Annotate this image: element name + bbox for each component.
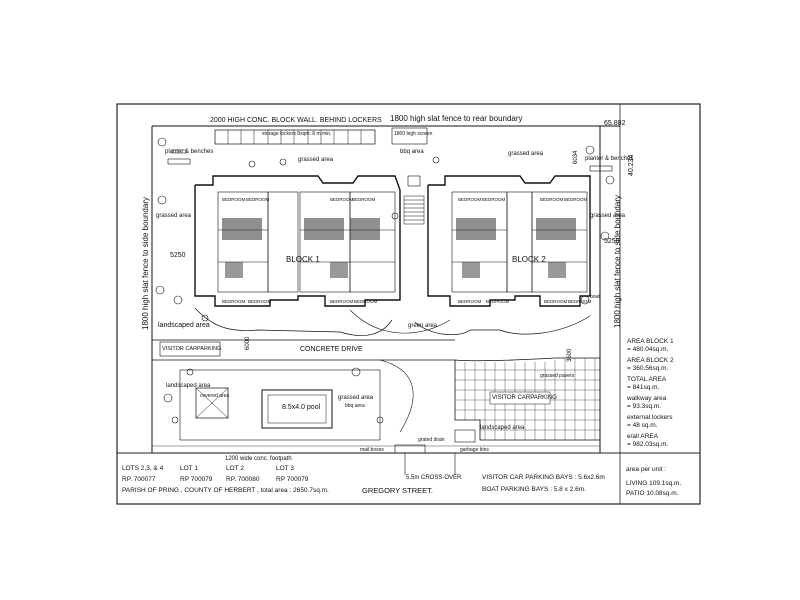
visitor-bays-label: VISITOR CAR PARKING BAYS : 5.6x2.6m	[482, 474, 605, 481]
grassed-area-left-label: grassed area	[156, 213, 192, 219]
dimension-6000: 6000	[245, 336, 251, 350]
concrete-drive-label: CONCRETE DRIVE	[300, 346, 363, 353]
grassed-area-label-1: grassed area	[298, 157, 334, 163]
bedroom-label: BEDROOM	[330, 197, 354, 202]
bedroom-label: BEDROOM	[248, 299, 272, 304]
unit-area-heading: area per unit :	[626, 466, 667, 473]
area-summary-line: = 93.3sq.m.	[627, 403, 662, 410]
landscaped-area-label-3: landscaped area	[480, 425, 525, 431]
bedroom-label: BEDROOM	[564, 197, 588, 202]
area-summary-line: = 480.04sq.m.	[627, 346, 669, 353]
area-summary-line: external lockers	[627, 414, 673, 421]
rear-fence-label: 1800 high slat fence to rear boundary	[390, 114, 523, 123]
area-summary-line: e/all AREA	[627, 433, 659, 440]
block-1-label: BLOCK 1	[286, 255, 320, 264]
bedroom-label: BEDROOM	[222, 197, 246, 202]
visitor-carparking-right: VISITOR CARPARKING	[492, 395, 557, 401]
bedroom-label: BEDROOM	[568, 299, 592, 304]
bedroom-label: BEDROOM	[482, 197, 506, 202]
dimension-5250-left: 5250	[170, 252, 186, 259]
lot-3-label: LOT 3	[276, 465, 294, 472]
bedroom-label: BEDROOM	[544, 299, 568, 304]
grassed-area-right-label: grassed area	[590, 213, 626, 219]
footpath-label: 1200 wide conc. footpath	[225, 456, 292, 462]
area-summary: AREA BLOCK 1 = 480.04sq.m. AREA BLOCK 2 …	[627, 338, 697, 449]
garbage-bins-label: garbage bins	[460, 447, 489, 453]
high-screen-label: 1800 high screen	[394, 131, 433, 137]
lots-234-label: LOTS 2,3, & 4	[122, 465, 164, 472]
bedroom-label: BEDROOM	[486, 299, 510, 304]
area-summary-line: = 841sq.m.	[627, 384, 660, 391]
green-area-label: green area	[408, 323, 438, 329]
mail-boxes-label: mail boxes	[360, 447, 384, 453]
grassed-area-label-2: grassed area	[508, 151, 544, 157]
grassed-pool-label: grassed area	[338, 395, 374, 401]
bedroom-label: BEDROOM	[458, 197, 482, 202]
bedroom-label: BEDROOM	[540, 197, 564, 202]
rp-label: RP 700079	[276, 476, 309, 483]
area-summary-line: TOTAL AREA	[627, 376, 667, 383]
area-summary-line: walkway area	[627, 395, 667, 402]
area-summary-line: AREA BLOCK 1	[627, 338, 674, 345]
bedroom-label: BEDROOM	[246, 197, 270, 202]
dimension-6034: 6034	[573, 150, 579, 164]
bbq-area-label: bbq area	[400, 149, 424, 155]
bedroom-label: BEDROOM	[330, 299, 354, 304]
planter-left-label: planter & benches	[165, 149, 214, 155]
unit-area-patio: PATIO 10.08sq.m.	[626, 490, 679, 497]
crossover-label: 5.5m CROSS-OVER	[406, 475, 462, 481]
unit-area-living: LIVING 109.1sq.m.	[626, 480, 682, 487]
dimension-top: 65.882	[604, 120, 626, 127]
visitor-carparking-left: VISITOR CARPARKING	[162, 346, 222, 352]
area-summary-line: = 360.56sq.m.	[627, 365, 669, 372]
bedroom-label: BEDROOM	[458, 299, 482, 304]
area-summary-line: = 982.03sq.m.	[627, 441, 669, 448]
grated-drain-label: grated drain	[418, 437, 445, 443]
block-2-label: BLOCK 2	[512, 255, 546, 264]
bedroom-label: BEDROOM	[222, 299, 246, 304]
storage-lockers-label: storage lockers 8sqm. 8 m min.	[262, 131, 332, 137]
lot-2-label: LOT 2	[226, 465, 244, 472]
rp-label: RP 700079	[180, 476, 213, 483]
block-wall-label: 2000 HIGH CONC. BLOCK WALL. BEHIND LOCKE…	[210, 117, 382, 124]
area-summary-line: = 48 sq.m.	[627, 422, 658, 429]
side-fence-left-label: 1800 high slat fence to side boundary	[141, 197, 150, 330]
boat-label: boat	[590, 294, 600, 300]
parish-label: PARISH OF PRING , COUNTY OF HERBERT , to…	[122, 487, 329, 494]
landscaped-area-label-2: landscaped area	[166, 383, 211, 389]
side-fence-right-label: 1800 high slat fence to side boundary	[613, 195, 622, 328]
rp-label: RP. 700077	[122, 476, 156, 483]
pool-label: 8.5x4.0 pool	[282, 404, 321, 411]
landscaped-area-label: landscaped area	[158, 322, 210, 329]
bbq-pool-label: bbq area	[345, 403, 365, 409]
bedroom-label: BEDROOM	[354, 299, 378, 304]
lot-1-label: LOT 1	[180, 465, 198, 472]
dimension-3600: 3600	[567, 348, 573, 362]
planter-right-label: planter & benches	[585, 156, 634, 162]
rp-label: RP. 700080	[226, 476, 260, 483]
area-summary-line: AREA BLOCK 2	[627, 357, 674, 364]
grassed-pavers-label: grassed pavers	[540, 373, 575, 379]
boat-bays-label: BOAT PARKING BAYS : 5.8 x 2.6m.	[482, 486, 586, 493]
bedroom-label: BEDROOM	[352, 197, 376, 202]
street-label: GREGORY STREET.	[362, 486, 433, 495]
covered-area-label: covered area	[200, 393, 230, 399]
dimension-5250-right: 5250	[604, 238, 620, 245]
